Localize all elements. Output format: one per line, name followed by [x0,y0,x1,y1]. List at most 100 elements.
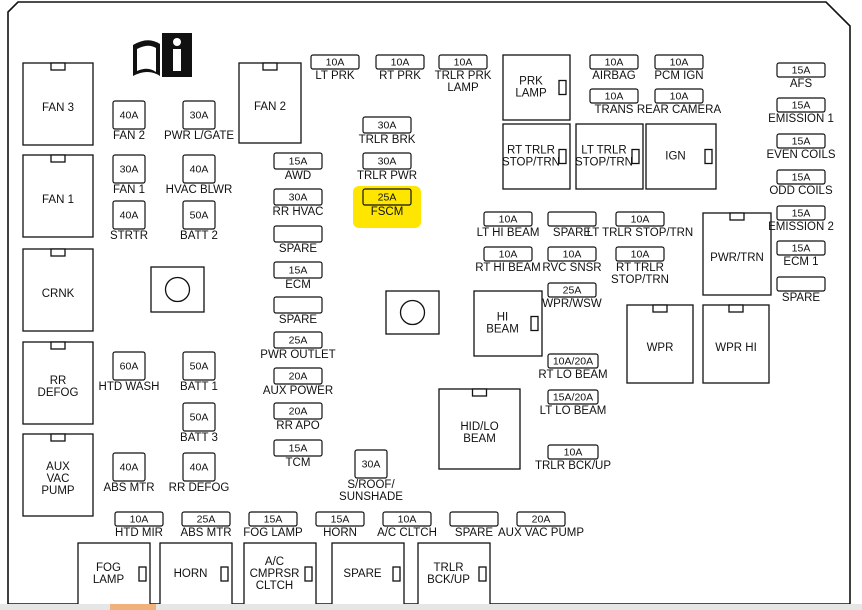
fuse-sroof: 30A S/ROOF/SUNSHADE [339,449,403,503]
fuse-rating: 10A [631,248,650,260]
fuse-rating: 30A [378,119,397,131]
fuse-label: TRLR BCK/UP [535,460,611,472]
fuse-rating: 25A [378,191,397,203]
fuse-label: RR APO [276,420,320,432]
relay-label: SPARE [343,568,381,580]
manual-info-icon [133,33,192,77]
fuse-rating: 15A [792,99,811,111]
bottom-strip [0,604,862,610]
fuse-rating: 10A [499,213,518,225]
fuse-label: AWD [285,170,311,182]
relay-fan3: FAN 3 [22,62,94,146]
fuse-rating: 15A [331,513,350,525]
fuse-label: RT PRK [379,70,421,82]
fuse-label: ABS MTR [180,527,231,539]
fuse-label: BATT 2 [180,230,218,242]
fuse-label: S/ROOF/SUNSHADE [339,479,403,503]
fuse-label: BATT 3 [180,432,218,444]
fuse-rating: 10A [326,56,345,68]
fuse-rating: 40A [190,461,209,473]
fuse-rating: 10A [130,513,149,525]
relay-label: FAN 3 [42,102,74,114]
fuse-label: EMISSION 1 [768,113,834,125]
fuse-label: ABS MTR [103,482,154,494]
relay-horn: HORN [159,542,233,606]
fuse-label: EMISSION 2 [768,221,834,233]
fuse-rating: 30A [362,458,381,470]
relay-spare: SPARE [331,542,405,606]
fuse-label: PCM IGN [654,70,703,82]
relay-crnk: CRNK [22,248,94,332]
fuse-label: SPARE [279,314,317,326]
fuse-even-coils: 15A EVEN COILS [766,133,836,161]
fuse-rating: 20A [532,513,551,525]
fuse-rating: 10A/20A [553,355,593,367]
fuse-label: RR DEFOG [169,482,230,494]
fuse-rating: 25A [289,334,308,346]
fuse-label: ECM 1 [783,256,818,268]
fuse-label: RT LO BEAM [538,369,607,381]
fuse-label: TRLR PWR [357,170,417,182]
fuse-label: LT TRLR STOP/TRN [587,227,694,239]
fuse-rt-lo-beam: 10A/20A RT LO BEAM [538,353,608,381]
relay-label: CRNK [42,288,75,300]
fuse-rating: 30A [190,109,209,121]
mounting-hole-center [385,290,440,335]
fuse-rating: 15A [792,135,811,147]
relay-fan1: FAN 1 [22,154,94,238]
fuse-label: FAN 1 [113,184,145,196]
fuse-rating: 40A [190,163,209,175]
fuse-spare5: SPARE [449,511,499,539]
fuse-emission1: 15A EMISSION 1 [768,97,834,125]
fuse-rating: 40A [120,209,139,221]
fuse-lt-prk: 10A LT PRK [310,54,360,82]
fuse-label: SPARE [279,243,317,255]
fuse-label: FOG LAMP [243,527,303,539]
fuse-label: AFS [790,78,813,90]
fuse-label: HTD WASH [99,381,160,393]
fuse-label: FSCM [371,206,404,218]
fuse-label: EVEN COILS [766,149,835,161]
relay-label: WPR [647,342,674,354]
relay-wpr-hi: WPR HI [702,304,770,384]
fuse-label: LT PRK [315,70,355,82]
relay-label: FAN 2 [254,101,286,113]
fuse-rating: 50A [190,360,209,372]
